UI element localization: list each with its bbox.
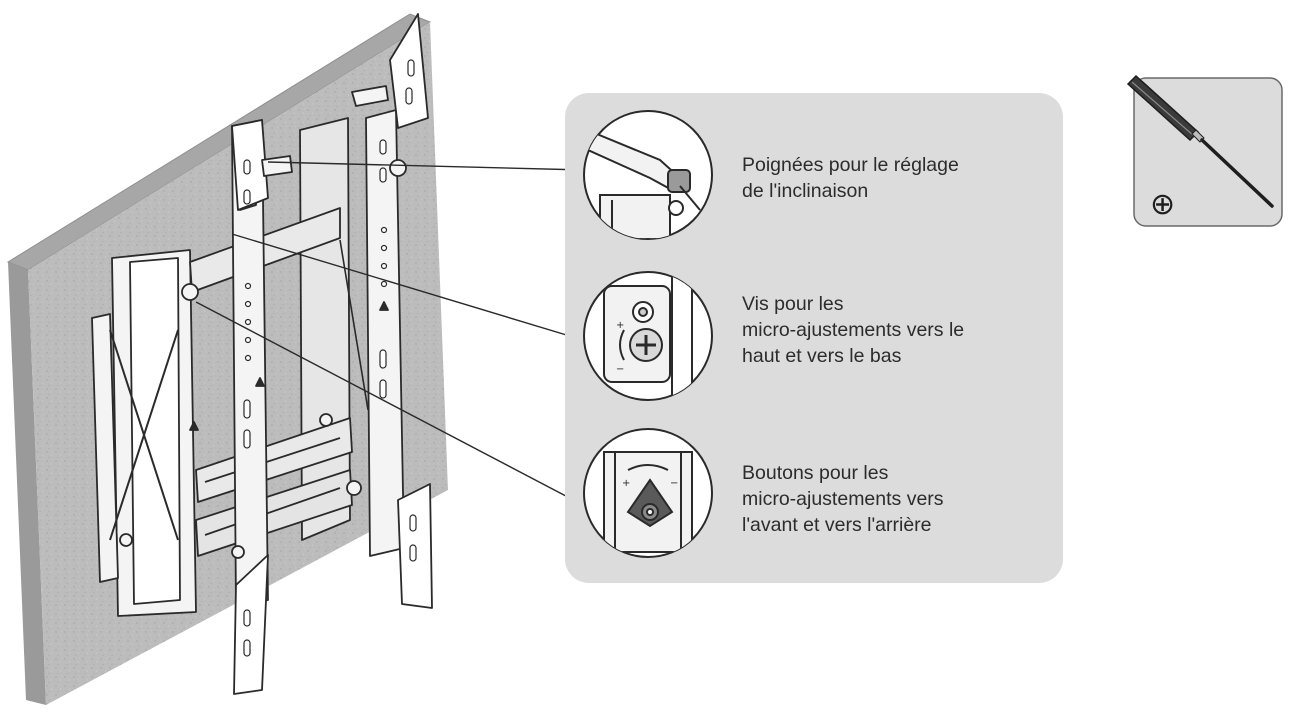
phillips-screwdriver-icon: [1126, 74, 1274, 208]
depth-knob-detail-icon: + −: [583, 428, 713, 558]
svg-text:+: +: [616, 320, 624, 331]
callout-line: haut et vers le bas: [742, 345, 902, 367]
callout-line: micro-ajustements vers: [742, 488, 944, 510]
callout-line: Boutons pour les: [742, 462, 889, 484]
callout-line: de l'inclinaison: [742, 180, 869, 202]
tilt-lever-detail-icon: [583, 110, 713, 240]
callout-label-tilt-handles: Poignées pour le réglage de l'inclinaiso…: [742, 152, 1042, 204]
svg-text:−: −: [616, 364, 624, 375]
callout-line: micro-ajustements vers le: [742, 319, 965, 341]
svg-text:−: −: [670, 478, 678, 489]
phillips-symbol-icon: ⊕: [1150, 187, 1175, 222]
micro-adjust-screw-detail-icon: + −: [583, 271, 713, 401]
leader-lines: [195, 161, 586, 506]
svg-text:+: +: [622, 478, 630, 489]
callout-line: Vis pour les: [742, 293, 844, 315]
callout-line: l'avant et vers l'arrière: [742, 514, 932, 536]
mount-assembly: [91, 13, 433, 695]
tool-box: ⊕: [1126, 74, 1283, 227]
callout-line: Poignées pour le réglage: [742, 154, 959, 176]
callout-label-depth-knobs: Boutons pour les micro-ajustements vers …: [742, 460, 1042, 538]
callout-label-vertical-screws: Vis pour les micro-ajustements vers le h…: [742, 291, 1042, 369]
